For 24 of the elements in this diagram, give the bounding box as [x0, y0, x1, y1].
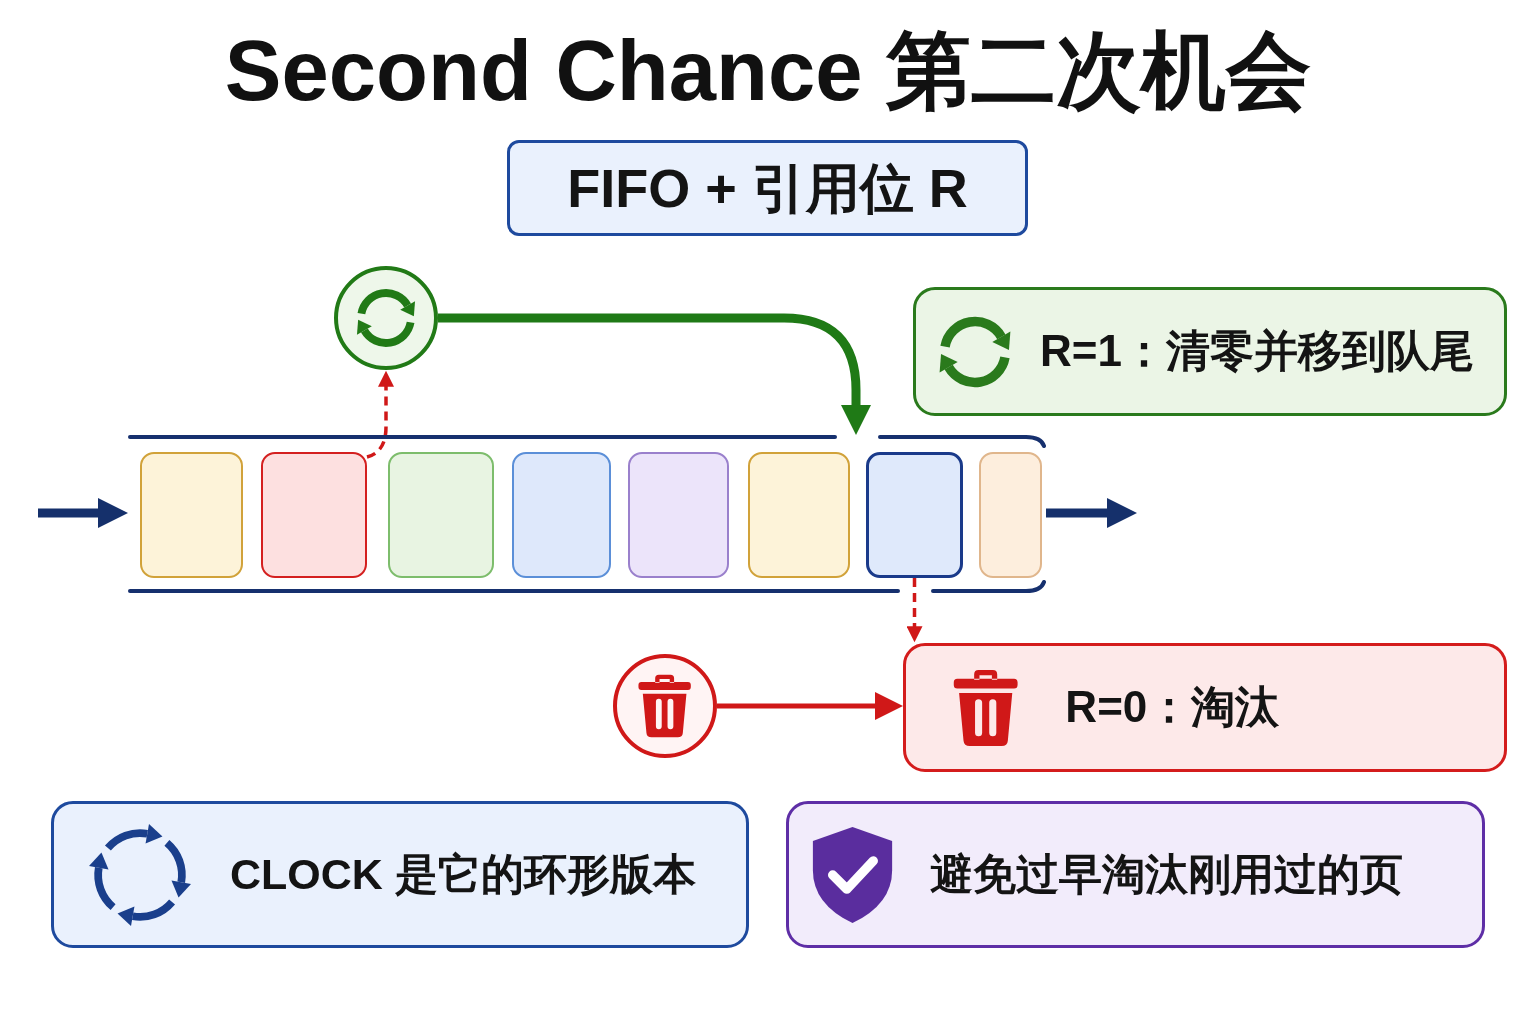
page-slot: [628, 452, 729, 578]
definition-box: [507, 140, 1028, 236]
box-label: FIFO + 引用位 R: [567, 156, 968, 220]
note-box: [51, 801, 749, 948]
page-slot: [261, 452, 367, 578]
box-label: 避免过早淘汰刚用过的页: [930, 849, 1403, 900]
box-label: R=0：淘汰: [1065, 682, 1280, 733]
page-slot: [979, 452, 1042, 578]
note-box: [786, 801, 1485, 948]
curved-arrow: [438, 313, 871, 435]
dashed-arrow: [906, 578, 923, 643]
arrow: [1046, 498, 1137, 528]
box-label: R=1：清零并移到队尾: [1040, 326, 1474, 377]
arrow: [38, 498, 128, 528]
page-slot: [866, 452, 963, 578]
box-label: CLOCK 是它的环形版本: [230, 849, 696, 900]
dashed-arrow: [366, 370, 394, 459]
diagram-title: Second Chance 第二次机会: [224, 28, 1312, 113]
page-slot: [140, 452, 243, 578]
page-slot: [388, 452, 494, 578]
arrow: [717, 692, 903, 720]
page-slot: [512, 452, 611, 578]
queue-track: [128, 435, 1046, 593]
page-slot: [748, 452, 850, 578]
